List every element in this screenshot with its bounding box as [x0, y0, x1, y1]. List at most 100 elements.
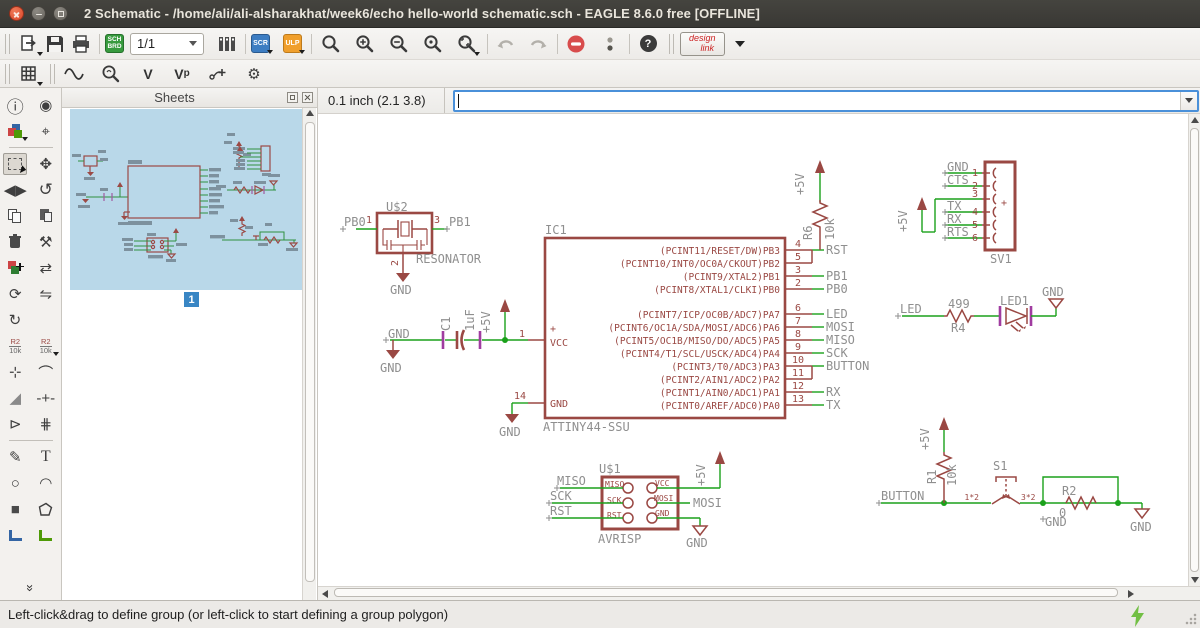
circle-tool-icon[interactable]: ○	[10, 474, 20, 492]
zoom-out-icon[interactable]	[385, 31, 411, 57]
voltage-tool-icon[interactable]: V	[143, 65, 153, 82]
minimize-button[interactable]	[31, 6, 46, 21]
sine-tool-icon[interactable]	[61, 61, 87, 87]
canvas-vscrollbar[interactable]	[1188, 114, 1200, 586]
rotate-tool-icon[interactable]: ↺	[38, 180, 53, 199]
mark-icon[interactable]: ⌖	[41, 122, 50, 140]
toolbar2-handle[interactable]	[5, 63, 10, 84]
sheets-float-icon[interactable]	[287, 92, 298, 103]
component-led-r4[interactable]: LED 499 R4 LED1	[895, 285, 1065, 335]
sheet-thumbnail[interactable]	[70, 109, 302, 290]
split-tool-icon[interactable]: -+-	[36, 389, 56, 407]
paste-tool-icon[interactable]	[34, 205, 58, 227]
display-layers-icon[interactable]	[3, 120, 29, 142]
sch-brd-toggle-icon[interactable]: SCH BRD	[105, 34, 124, 53]
text-tool-icon[interactable]: T	[40, 448, 51, 465]
pinswap-tool-icon[interactable]: ⇄	[39, 260, 53, 277]
svg-text:(PCINT10/INT0/OC0A/CKOUT)PB2: (PCINT10/INT0/OC0A/CKOUT)PB2	[620, 259, 780, 270]
mirror-tool-icon[interactable]: ◀▶	[3, 182, 27, 199]
ic1-vcc-plus: +	[550, 324, 556, 335]
svg-text:MISO: MISO	[826, 333, 855, 347]
sheets-close-icon[interactable]	[302, 92, 313, 103]
sv1-name: SV1	[990, 252, 1012, 266]
component-resonator-u2[interactable]: U$2 1 3	[340, 200, 482, 297]
miter-round-icon[interactable]: ⌒	[38, 364, 54, 382]
rect-tool-icon[interactable]: ■	[10, 500, 20, 518]
move-tool-icon[interactable]: ✥	[39, 156, 53, 173]
help-icon[interactable]: ?	[635, 31, 661, 57]
info-icon[interactable]: ⓘ	[6, 97, 24, 117]
undo-icon[interactable]	[493, 31, 519, 57]
maximize-button[interactable]	[53, 6, 68, 21]
resonator-pin2: 2	[390, 260, 401, 266]
add-part-icon[interactable]	[3, 257, 27, 279]
miter-flat-icon[interactable]: ◢	[9, 390, 22, 407]
group-tool-icon[interactable]	[3, 153, 28, 175]
zoom-select-icon[interactable]	[453, 31, 480, 57]
gateswap-tool-icon[interactable]: ⇋	[39, 286, 53, 303]
svg-text:12: 12	[792, 381, 804, 392]
copy-tool-icon[interactable]	[3, 205, 27, 227]
window-title: 2 Schematic - /home/ali/ali-alsharakhat/…	[84, 6, 760, 21]
component-r6[interactable]: +5V R6 10k	[793, 160, 837, 250]
component-button-circuit[interactable]: BUTTON +5V R1 10k S1	[876, 417, 1152, 534]
update-tool-icon[interactable]: ↺	[8, 312, 22, 329]
command-input[interactable]	[453, 89, 1199, 112]
resize-grip[interactable]	[1185, 613, 1197, 625]
overflow-dots-icon[interactable]	[597, 31, 623, 57]
component-avrisp-u1[interactable]: U$1 MISO SCK RST VCC MOSI GND MISO	[546, 451, 725, 550]
status-lightning-icon	[1128, 605, 1148, 628]
canvas-hscrollbar[interactable]	[318, 586, 1200, 600]
bus-tool-icon[interactable]	[3, 524, 27, 546]
command-dropdown-icon[interactable]	[1180, 91, 1197, 110]
plus5v-label-r1: +5V	[918, 428, 932, 450]
component-ic1-attiny44[interactable]: IC1 ATTINY44-SSU + VCC GND 1 14 GND	[499, 223, 869, 439]
component-c1-vcc-feed[interactable]: GND GND	[380, 299, 528, 375]
polygon-tool-icon[interactable]	[34, 498, 58, 520]
delete-tool-icon[interactable]	[3, 231, 27, 253]
sheets-scrollbar[interactable]	[302, 108, 316, 600]
change-wrench-icon[interactable]: ⚒	[39, 234, 53, 251]
frames-icon[interactable]	[214, 31, 240, 57]
inspect-loupe-icon[interactable]	[97, 61, 123, 87]
toolbar-handle[interactable]	[5, 33, 10, 54]
component-sv1[interactable]: +5V + SV1 GND 1 CTS 2 3	[896, 160, 1017, 266]
grid-icon[interactable]	[16, 61, 43, 87]
zoom-fit-icon[interactable]	[317, 31, 343, 57]
schematic-canvas[interactable]: U$2 1 3	[318, 114, 1188, 586]
show-eye-icon[interactable]: ◉	[39, 97, 53, 114]
wire-tool-icon[interactable]: ✎	[8, 449, 22, 466]
svg-text:10: 10	[792, 355, 804, 366]
design-link-button[interactable]: design link	[680, 31, 725, 56]
dimension-tool-icon[interactable]: ⋕	[39, 416, 53, 433]
invoke-tool-icon[interactable]: ⊳	[8, 416, 22, 433]
net-class-icon[interactable]	[205, 61, 231, 87]
sv1-plus: +	[1001, 198, 1007, 209]
redo-icon[interactable]	[525, 31, 551, 57]
stop-icon[interactable]	[563, 31, 589, 57]
sheet-selector[interactable]: 1/1	[130, 32, 204, 55]
svg-text:(PCINT4/T1/SCL/USCK/ADC4)PA4: (PCINT4/T1/SCL/USCK/ADC4)PA4	[620, 349, 780, 360]
save-icon[interactable]	[42, 31, 68, 57]
ulp-icon[interactable]: ULP	[283, 34, 305, 54]
settings-gear-icon[interactable]: ⚙	[247, 65, 261, 83]
net-tool-icon[interactable]	[34, 524, 58, 546]
net-label-rst: RST	[550, 504, 572, 518]
zoom-redraw-icon[interactable]	[419, 31, 445, 57]
net-label-button: BUTTON	[881, 489, 924, 503]
design-link-dropdown-icon[interactable]	[727, 31, 753, 57]
smash-tool-icon[interactable]: ⊹	[8, 364, 22, 381]
close-button[interactable]	[9, 6, 24, 21]
scr-icon[interactable]: SCR	[251, 34, 273, 54]
more-tools-icon[interactable]: »	[23, 584, 38, 590]
arc-tool-icon[interactable]: ◠	[39, 475, 53, 492]
print-icon[interactable]	[68, 31, 94, 57]
replace-tool-icon[interactable]: ⟳	[8, 286, 22, 303]
sheet-number-badge[interactable]: 1	[184, 292, 199, 307]
zoom-in-icon[interactable]	[351, 31, 377, 57]
open-icon[interactable]	[16, 31, 43, 57]
